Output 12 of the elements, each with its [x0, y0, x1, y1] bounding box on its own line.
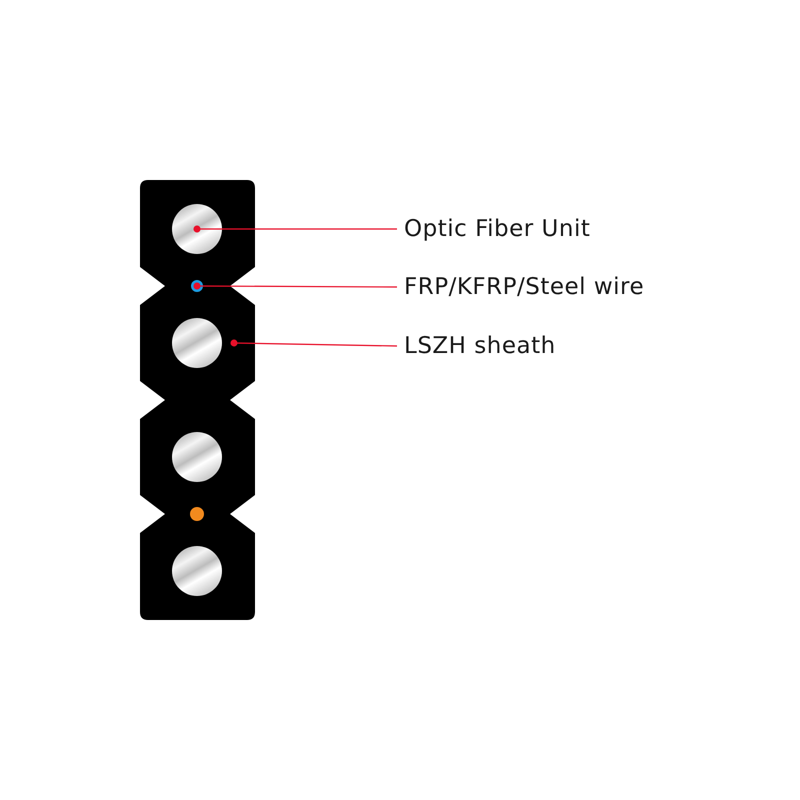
- part-label: Optic Fiber Unit: [404, 215, 590, 243]
- cable-sheath: [140, 180, 255, 620]
- leader-line: [194, 226, 397, 232]
- leader-line: [230, 340, 398, 347]
- leader-line: [194, 282, 397, 290]
- part-label: FRP/KFRP/Steel wire: [404, 273, 644, 301]
- fiber-unit-circle: [172, 546, 222, 596]
- part-label: LSZH sheath: [404, 332, 556, 360]
- fiber-unit-circle: [172, 204, 222, 254]
- fiber-unit-circle: [172, 432, 222, 482]
- fiber-unit-circle: [172, 318, 222, 368]
- strength-member-dot: [190, 507, 204, 521]
